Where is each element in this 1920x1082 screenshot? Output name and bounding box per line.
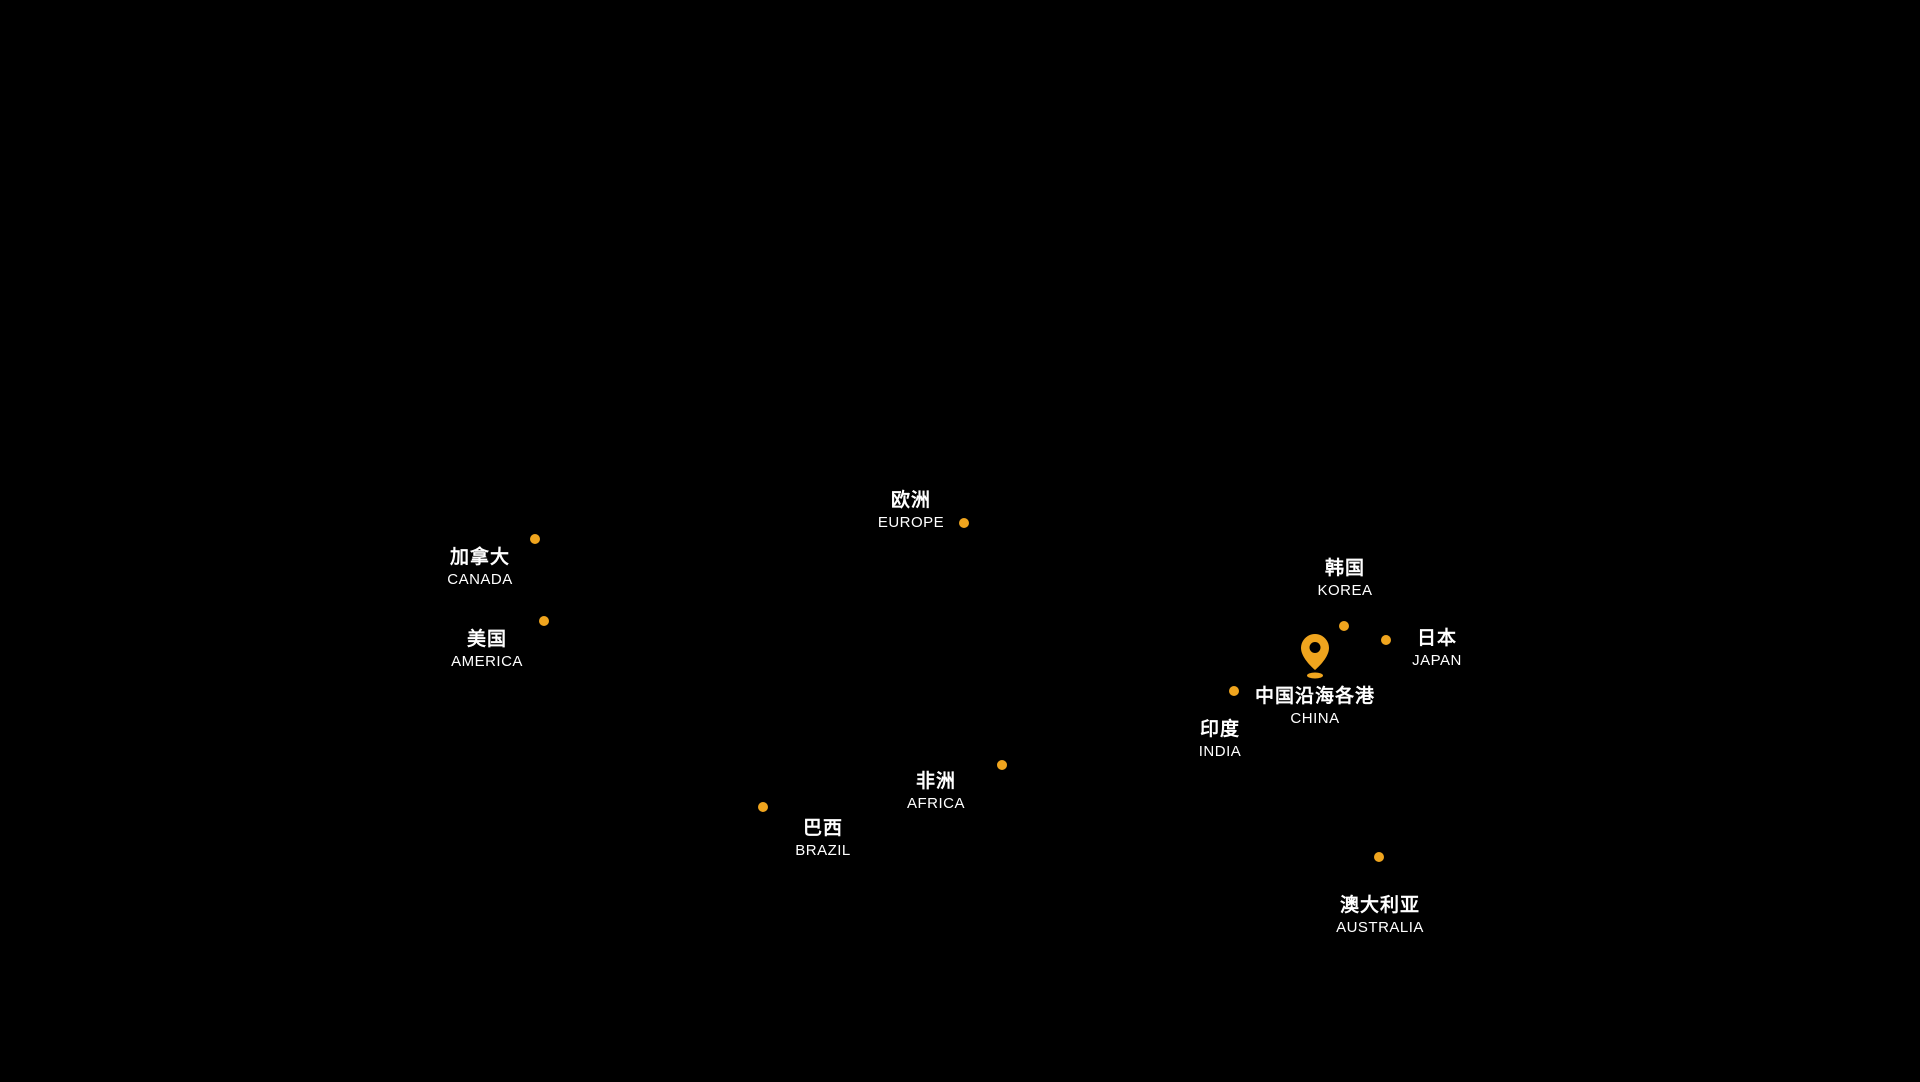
port-dot-america [539,616,549,626]
port-dot-africa [997,760,1007,770]
location-label-china: 中国沿海各港 CHINA [1255,685,1375,729]
location-name-zh: 非洲 [915,771,957,792]
port-dot-canada [530,534,540,544]
location-name-en: CHINA [1290,710,1340,727]
location-name-en: INDIA [1198,743,1242,760]
port-dot-india [1229,686,1239,696]
location-name-zh: 巴西 [802,818,844,839]
port-dot-japan [1381,635,1391,645]
location-label-india: 印度 INDIA [1199,718,1242,762]
location-label-brazil: 巴西 BRAZIL [795,817,851,861]
location-name-en: JAPAN [1412,652,1462,669]
port-dot-australia [1374,852,1384,862]
location-label-canada: 加拿大 CANADA [447,546,513,590]
port-dot-korea [1339,621,1349,631]
location-pin-icon [1301,634,1329,679]
location-name-en: AFRICA [906,795,966,812]
location-name-en: EUROPE [877,514,945,531]
location-label-korea: 韩国 KOREA [1317,557,1372,601]
location-name-en: BRAZIL [795,842,851,859]
location-name-zh: 印度 [1199,719,1241,740]
location-name-en: AMERICA [451,653,523,670]
location-name-zh: 日本 [1416,628,1458,649]
location-label-america: 美国 AMERICA [451,628,523,672]
location-name-zh: 中国沿海各港 [1254,686,1376,707]
location-name-zh: 韩国 [1324,558,1366,579]
port-dot-europe [959,518,969,528]
location-label-europe: 欧洲 EUROPE [878,489,944,533]
location-name-zh: 美国 [466,629,507,650]
location-name-en: KOREA [1317,582,1373,599]
location-name-zh: 澳大利亚 [1339,895,1421,916]
location-label-australia: 澳大利亚 AUSTRALIA [1336,894,1424,938]
location-name-zh: 加拿大 [449,547,511,568]
location-name-en: CANADA [447,571,513,588]
location-name-zh: 欧洲 [890,490,932,511]
port-dot-brazil [758,802,768,812]
location-name-en: AUSTRALIA [1336,919,1424,936]
location-label-japan: 日本 JAPAN [1412,627,1462,671]
location-label-africa: 非洲 AFRICA [907,770,965,814]
